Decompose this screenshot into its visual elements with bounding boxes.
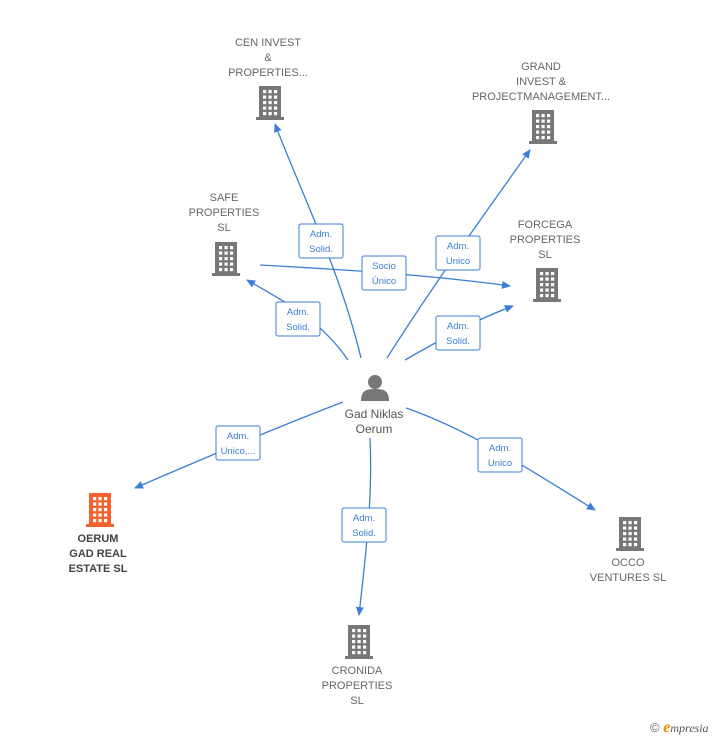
- building-icon: [86, 493, 114, 527]
- building-icon: [533, 268, 561, 302]
- role-badge[interactable]: Adm. Solid.: [275, 301, 321, 337]
- company-node-occo[interactable]: OCCO VENTURES SL: [590, 517, 666, 584]
- company-node-cen[interactable]: CEN INVEST & PROPERTIES...: [228, 37, 308, 120]
- role-badge-text: Unico: [446, 256, 470, 267]
- company-name-line: PROPERTIES...: [228, 67, 308, 79]
- role-badge-text: Único: [372, 276, 396, 287]
- company-name-line: OERUM: [78, 533, 119, 545]
- role-badge-text: Unico: [488, 458, 512, 469]
- company-name-line: GAD REAL: [69, 548, 127, 560]
- role-badge[interactable]: Adm. Unico: [435, 235, 481, 271]
- relation-edge-safe: Adm. Solid.: [246, 279, 349, 361]
- company-node-safe[interactable]: SAFE PROPERTIES SL: [189, 192, 260, 276]
- role-badge-box: [477, 437, 523, 473]
- relation-edge-cronida: Adm. Solid.: [341, 437, 387, 616]
- company-name-line: SAFE: [210, 192, 239, 204]
- role-badge[interactable]: Adm. Unico: [477, 437, 523, 473]
- company-node-cronida[interactable]: CRONIDA PROPERTIES SL: [322, 625, 393, 707]
- role-badge-box: [361, 255, 407, 291]
- role-badge[interactable]: Adm. Solid.: [435, 315, 481, 351]
- company-node-grand[interactable]: GRAND INVEST & PROJECTMANAGEMENT...: [472, 61, 610, 144]
- role-badge-box: [275, 301, 321, 337]
- company-name-line: ESTATE SL: [69, 563, 128, 575]
- relation-edge-grand: Adm. Unico: [386, 149, 531, 359]
- relation-edge-cen: Adm. Solid.: [274, 123, 362, 359]
- role-badge-text: Adm.: [489, 443, 511, 454]
- copyright-symbol: ©: [650, 720, 660, 735]
- company-name-line: INVEST &: [516, 76, 567, 88]
- role-badge-text: Solid.: [352, 528, 376, 539]
- company-name-line: PROPERTIES: [510, 234, 581, 246]
- role-badge-text: Adm.: [227, 431, 249, 442]
- role-badge[interactable]: Adm. Solid.: [298, 223, 344, 259]
- relation-edge-oerum: Adm. Unico,...: [134, 401, 344, 489]
- role-badge-box: [341, 507, 387, 543]
- person-name-line: Oerum: [356, 422, 393, 436]
- role-badge-text: Adm.: [287, 307, 309, 318]
- footer: © empresia: [650, 719, 709, 737]
- company-name-line: CRONIDA: [332, 665, 383, 677]
- role-badge-text: Solid.: [286, 322, 310, 333]
- role-badge-text: Socio: [372, 261, 396, 272]
- role-badge-text: Solid.: [446, 336, 470, 347]
- company-name-line: GRAND: [521, 61, 561, 73]
- company-name-line: PROJECTMANAGEMENT...: [472, 91, 610, 103]
- company-name-line: PROPERTIES: [189, 207, 260, 219]
- building-icon: [616, 517, 644, 551]
- role-badge-text: Adm.: [447, 241, 469, 252]
- company-name-line: CEN INVEST: [235, 37, 301, 49]
- company-name-line: FORCEGA: [518, 219, 573, 231]
- role-badge-text: Adm.: [447, 321, 469, 332]
- role-badge-box: [435, 315, 481, 351]
- role-badge-box: [298, 223, 344, 259]
- company-name-line: SL: [350, 695, 363, 707]
- brand-logo-initial[interactable]: e: [663, 719, 671, 736]
- role-badge[interactable]: Adm. Solid.: [341, 507, 387, 543]
- building-icon: [345, 625, 373, 659]
- role-badge-text: Adm.: [310, 229, 332, 240]
- company-name-line: PROPERTIES: [322, 680, 393, 692]
- company-node-oerum[interactable]: OERUM GAD REAL ESTATE SL: [69, 493, 128, 575]
- role-badge-box: [435, 235, 481, 271]
- person-name-line: Gad Niklas: [345, 407, 404, 421]
- company-name-line: OCCO: [612, 557, 645, 569]
- building-icon: [529, 110, 557, 144]
- person-icon: [361, 375, 389, 401]
- role-badge-text: Adm.: [353, 513, 375, 524]
- role-badge-box: [215, 425, 261, 461]
- company-node-forcega[interactable]: FORCEGA PROPERTIES SL: [510, 219, 581, 302]
- company-name-line: SL: [538, 249, 551, 261]
- company-name-line: &: [264, 52, 272, 64]
- brand-logo-text[interactable]: mpresia: [670, 721, 709, 735]
- role-badge[interactable]: Adm. Unico,...: [215, 425, 261, 461]
- company-name-line: SL: [217, 222, 230, 234]
- building-icon: [256, 86, 284, 120]
- role-badge-text: Solid.: [309, 244, 333, 255]
- relation-edge-occo: Adm. Unico: [405, 407, 596, 511]
- company-name-line: VENTURES SL: [590, 572, 666, 584]
- relation-edge-forcega: Adm. Solid.: [404, 305, 514, 361]
- building-icon: [212, 242, 240, 276]
- role-badge-text: Unico,...: [221, 446, 256, 457]
